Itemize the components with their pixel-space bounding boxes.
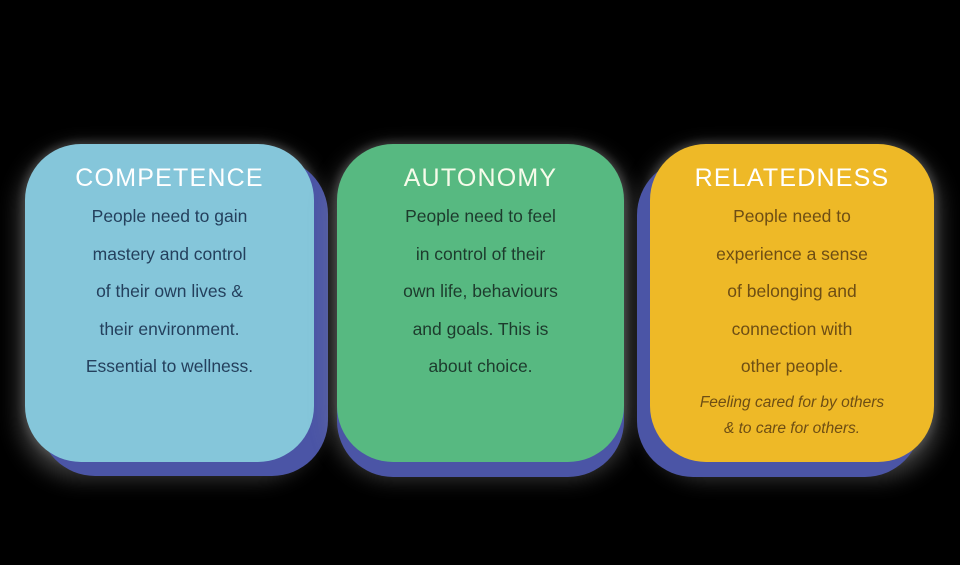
body-line: about choice. bbox=[428, 356, 533, 376]
body-line: of their own lives & bbox=[96, 281, 243, 301]
card-autonomy: AUTONOMY People need to feel in control … bbox=[337, 144, 624, 462]
card-relatedness: RELATEDNESS People need to experience a … bbox=[650, 144, 934, 462]
body-line: in control of their bbox=[415, 243, 546, 264]
card-relatedness-body: People need to experience a sense of bel… bbox=[664, 198, 920, 386]
body-line: of belonging and bbox=[727, 281, 857, 301]
body-line: Essential to wellness. bbox=[85, 356, 254, 376]
body-line: connection with bbox=[731, 318, 853, 339]
card-competence-title: COMPETENCE bbox=[75, 164, 264, 192]
body-line: People need to bbox=[733, 206, 851, 226]
note-line: & to care for others. bbox=[723, 419, 861, 437]
body-line: People need to gain bbox=[91, 206, 248, 226]
body-line: own life, behaviours bbox=[403, 281, 558, 301]
body-line: and goals. This is bbox=[412, 318, 549, 339]
body-line: their environment. bbox=[99, 318, 240, 339]
card-competence-body: People need to gain mastery and control … bbox=[39, 198, 300, 386]
card-autonomy-title: AUTONOMY bbox=[403, 164, 558, 192]
body-line: experience a sense bbox=[716, 243, 868, 264]
body-line: People need to feel bbox=[405, 206, 556, 226]
card-relatedness-title: RELATEDNESS bbox=[694, 164, 890, 192]
card-competence: COMPETENCE People need to gain mastery a… bbox=[25, 144, 314, 462]
card-autonomy-body: People need to feel in control of their … bbox=[351, 198, 610, 386]
card-relatedness-note: Feeling cared for by others & to care fo… bbox=[664, 390, 920, 442]
note-line: Feeling cared for by others bbox=[699, 393, 885, 411]
body-line: mastery and control bbox=[92, 243, 247, 264]
body-line: other people. bbox=[740, 356, 844, 376]
